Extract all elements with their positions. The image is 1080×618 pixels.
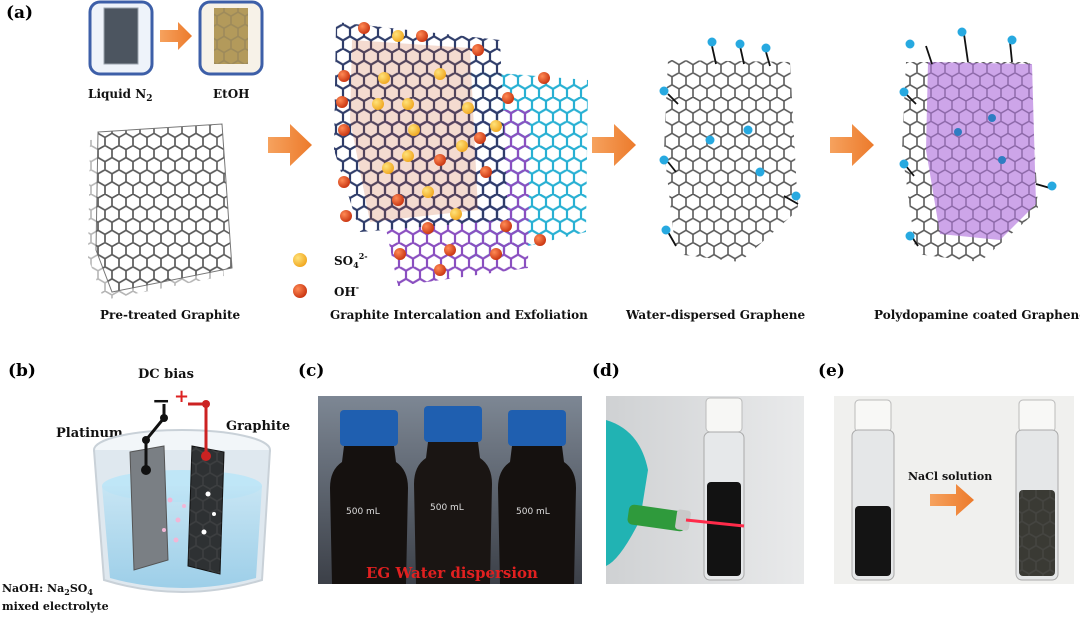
photo-bottles: 500 mL 500 mL 500 mL <box>318 396 582 584</box>
graphite-label: Graphite <box>226 419 290 434</box>
step-arrow-2 <box>592 124 636 166</box>
photo-laser-vial <box>606 396 804 584</box>
beaker-right-label: EtOH <box>213 87 249 101</box>
step-arrow-3 <box>830 124 874 166</box>
polydopamine-graphene-sheet <box>899 27 1057 262</box>
bottle-left-volume: 500 mL <box>346 507 380 517</box>
electrolyte-label-line1: NaOH: Na2SO4 <box>2 582 93 597</box>
intercalation-lattice-stack <box>334 22 588 286</box>
platinum-label: Platinum <box>56 426 123 441</box>
legend-sulfate: SO42- <box>293 251 368 270</box>
sulfate-ions <box>372 30 502 220</box>
panel-label-b: (b) <box>8 361 36 381</box>
minus-sign: − <box>152 388 170 414</box>
hydroxide-ions <box>336 22 550 276</box>
legend-sulfate-swatch <box>293 253 307 267</box>
legend-hydroxide-swatch <box>293 284 307 298</box>
arrow-beaker-transfer <box>160 22 192 50</box>
panel-label-d: (d) <box>592 361 620 381</box>
label-pretreated-graphite: Pre-treated Graphite <box>100 308 241 322</box>
legend-hydroxide: OH- <box>293 282 359 299</box>
legend-hydroxide-label: OH- <box>334 282 359 299</box>
panel-label-a: (a) <box>6 3 33 23</box>
plus-sign: + <box>174 386 189 407</box>
water-dispersed-graphene-sheet <box>659 37 801 262</box>
anode-wire <box>188 400 211 461</box>
label-polydopamine-graphene: Polydopamine coated Graphene <box>874 308 1080 322</box>
bottle-middle-volume: 500 mL <box>430 503 464 513</box>
bottle-right-volume: 500 mL <box>516 507 550 517</box>
panel-label-e: (e) <box>818 361 845 381</box>
bottle-right: 500 mL <box>498 410 576 584</box>
nacl-solution-label: NaCl solution <box>908 470 992 483</box>
dc-bias-label: DC bias <box>138 367 194 382</box>
pretreated-graphite-lattice <box>88 123 233 300</box>
electrolyte-label-line2: mixed electrolyte <box>2 600 109 613</box>
nacl-arrow <box>930 484 974 516</box>
step-arrow-1 <box>268 124 312 166</box>
photo-caption-eg-water: EG Water dispersion <box>366 564 538 582</box>
electrolysis-cell <box>93 429 271 593</box>
beaker-etoh <box>198 0 264 76</box>
beaker-liquid-n2 <box>88 0 154 76</box>
label-water-dispersed-graphene: Water-dispersed Graphene <box>625 308 806 322</box>
bottle-middle: 500 mL <box>414 406 492 584</box>
bottle-left: 500 mL <box>330 410 408 584</box>
panel-label-c: (c) <box>298 361 324 381</box>
photo-vials-nacl <box>834 396 1074 584</box>
beaker-left-label: Liquid N2 <box>88 87 152 104</box>
legend-sulfate-label: SO42- <box>334 251 368 270</box>
cathode-wire <box>141 404 168 475</box>
label-intercalation-exfoliation: Graphite Intercalation and Exfoliation <box>330 308 588 322</box>
